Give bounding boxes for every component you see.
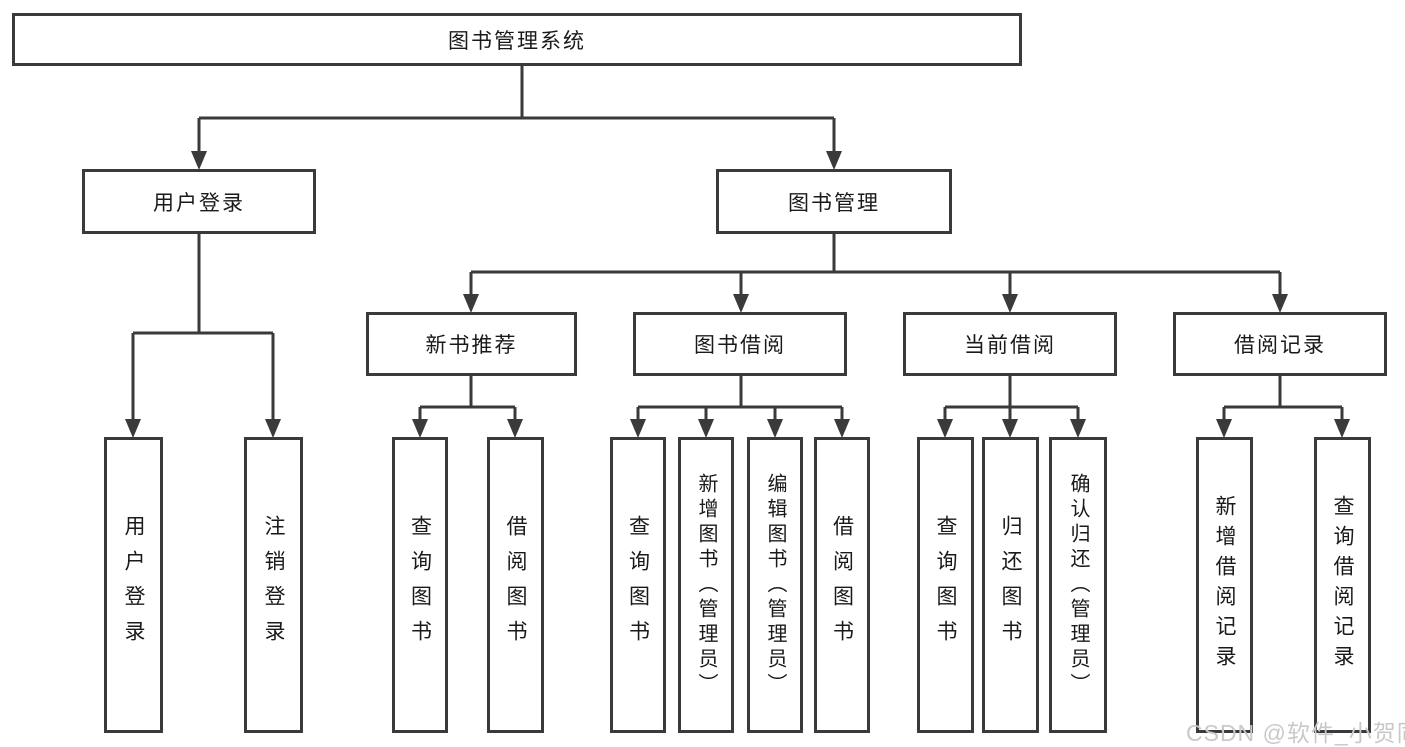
node-nb-query-books: 查询图书 xyxy=(392,437,448,733)
node-cb-return-books-label: 归还图书 xyxy=(999,515,1022,655)
node-bb-add-books-admin-label: 新增图书（管理员） xyxy=(695,472,717,698)
watermark: CSDN @软件_小贺同学 xyxy=(1186,720,1405,746)
connector-lines xyxy=(131,66,1344,423)
node-bb-borrow-books: 借阅图书 xyxy=(814,437,870,733)
node-login-label: 用户登录 xyxy=(122,515,145,655)
node-br-query-record: 查询借阅记录 xyxy=(1314,437,1371,733)
arrowhead-icons xyxy=(125,151,1350,438)
node-bb-add-books-admin: 新增图书（管理员） xyxy=(678,437,734,733)
node-bb-query-books: 查询图书 xyxy=(610,437,666,733)
node-nb-borrow-books: 借阅图书 xyxy=(487,437,544,733)
node-bb-edit-books-admin: 编辑图书（管理员） xyxy=(747,437,803,733)
node-cb-query-books-label: 查询图书 xyxy=(934,515,957,655)
node-bb-query-books-label: 查询图书 xyxy=(626,515,650,655)
node-new-book-recommend: 新书推荐 xyxy=(366,312,577,376)
node-cb-confirm-return-admin-label: 确认归还（管理员） xyxy=(1067,472,1089,698)
node-br-add-record-label: 新增借阅记录 xyxy=(1213,495,1236,675)
node-login: 用户登录 xyxy=(104,437,163,733)
node-nb-borrow-books-label: 借阅图书 xyxy=(504,515,527,655)
node-cb-query-books: 查询图书 xyxy=(917,437,974,733)
node-cb-return-books: 归还图书 xyxy=(982,437,1039,733)
node-nb-query-books-label: 查询图书 xyxy=(408,515,432,655)
node-logout-label: 注销登录 xyxy=(262,515,285,655)
node-root-system: 图书管理系统 xyxy=(12,13,1022,66)
node-bb-borrow-books-label: 借阅图书 xyxy=(830,515,854,655)
node-cb-confirm-return-admin: 确认归还（管理员） xyxy=(1049,437,1107,733)
node-current-borrowing: 当前借阅 xyxy=(903,312,1117,376)
node-book-borrowing: 图书借阅 xyxy=(633,312,847,376)
node-br-add-record: 新增借阅记录 xyxy=(1196,437,1253,733)
node-bb-edit-books-admin-label: 编辑图书（管理员） xyxy=(764,472,786,698)
node-user-login: 用户登录 xyxy=(82,169,316,234)
node-br-query-record-label: 查询借阅记录 xyxy=(1331,495,1354,675)
node-borrowing-records: 借阅记录 xyxy=(1173,312,1387,376)
node-book-management: 图书管理 xyxy=(716,169,952,234)
node-logout: 注销登录 xyxy=(244,437,303,733)
